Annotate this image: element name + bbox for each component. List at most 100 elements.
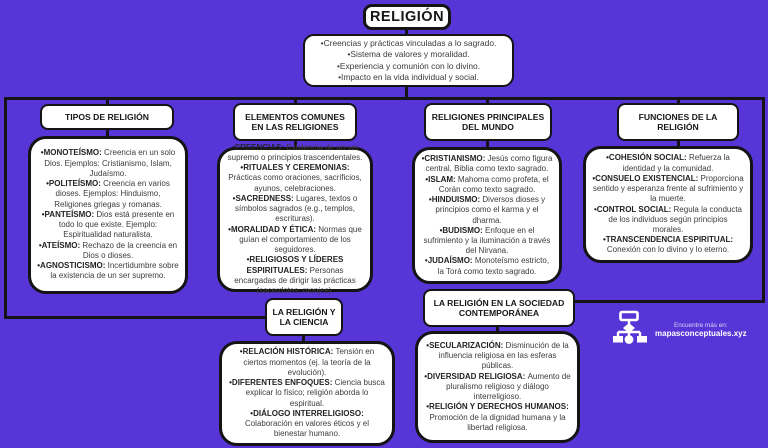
branch-header-label: LA RELIGIÓN Y LA CIENCIA — [272, 306, 336, 327]
connector-elementos-content — [294, 140, 297, 150]
entry-text: Disminución de la influencia religiosa e… — [438, 340, 569, 371]
entry-text: Personas encargadas de dirigir las práct… — [234, 265, 356, 296]
entry: •HINDUISMO: Diversos dioses y principios… — [421, 195, 553, 226]
branch-content-religiones: •CRISTIANISMO: Jesús como figura central… — [412, 147, 562, 284]
entry: •DIÁLOGO INTERRELIGIOSO: Colaboración en… — [228, 409, 386, 440]
entry: •Sistema de valores y moralidad. — [347, 49, 470, 60]
watermark-text: Encuentre más en: mapasconceptuales.xyz — [655, 322, 747, 338]
entry-term: •HINDUISMO: — [428, 195, 483, 205]
concept-map-icon — [611, 310, 649, 350]
connector-drop-religiones — [486, 98, 489, 107]
entry: •COHESIÓN SOCIAL: Refuerza la identidad … — [592, 153, 744, 173]
entry: •RELACIÓN HISTÓRICA: Tensión en ciertos … — [228, 347, 386, 378]
entry-text: Colaboración en valores éticos y el bien… — [244, 419, 370, 439]
entry-text: Regula la conducta de los individuos seg… — [608, 204, 743, 234]
entry-term: •TRANSCENDENCIA ESPIRITUAL: — [602, 235, 734, 245]
entry-text: Incertidumbre sobre la existencia de un … — [50, 261, 179, 281]
branch-content-tipos: •MONOTEÍSMO: Creencia en un solo Dios. E… — [28, 136, 188, 294]
entry-term: •POLITEÍSMO: — [46, 179, 104, 189]
connector-ciencia-content — [302, 335, 305, 344]
branch-header-funciones: FUNCIONES DE LA RELIGIÓN — [617, 103, 739, 141]
entry-term: •PANTEÍSMO: — [41, 209, 97, 219]
connector-drop-elementos — [294, 98, 297, 107]
entry-term: •CONTROL SOCIAL: — [593, 204, 674, 214]
entry-text: Promoción de la dignidad humana y la lib… — [429, 412, 566, 432]
connector-tipos-content — [106, 129, 109, 139]
branch-header-religiones: RELIGIONES PRINCIPALES DEL MUNDO — [424, 103, 552, 141]
entry-text: Creencia en un solo Dios. Ejemplos: Cris… — [44, 148, 176, 178]
connector-overview-trunk — [405, 85, 408, 99]
entry-text: Ciencia busca explicar lo físico; religi… — [245, 378, 385, 408]
entry-term: •CRISTIANISMO: — [421, 154, 488, 164]
entry: •DIVERSIDAD RELIGIOSA: Aumento de plural… — [424, 372, 571, 403]
entry: •TRANSCENDENCIA ESPIRITUAL: Conexión con… — [592, 235, 744, 255]
entry: •CONTROL SOCIAL: Regula la conducta de l… — [592, 205, 744, 236]
entry: •CRISTIANISMO: Jesús como figura central… — [421, 154, 553, 174]
connector-drop-funciones — [677, 98, 680, 107]
entry-term: •MONOTEÍSMO: — [40, 148, 105, 158]
connector-right-vertical — [762, 97, 765, 303]
entry-text: Enfoque en el sufrimiento y la iluminaci… — [423, 225, 551, 256]
watermark: Encuentre más en: mapasconceptuales.xyz — [611, 310, 747, 350]
entry-text: Mahoma como profeta, el Corán como texto… — [438, 174, 549, 194]
entry-term: •JUDAÍSMO: — [424, 256, 475, 266]
entry-term: •CREENCIAS: — [231, 142, 287, 152]
branch-content-funciones: •COHESIÓN SOCIAL: Refuerza la identidad … — [583, 146, 753, 263]
entry-term: •ISLAM: — [425, 174, 458, 184]
entry-text: Conexión con lo divino y lo eterno. — [606, 245, 730, 255]
entry-term: •SECULARIZACIÓN: — [426, 340, 506, 350]
entry-term: •DIVERSIDAD RELIGIOSA: — [424, 371, 528, 381]
branch-header-tipos: TIPOS DE RELIGIÓN — [40, 104, 174, 130]
connector-title-overview — [405, 27, 408, 36]
branch-header-label: LA RELIGIÓN EN LA SOCIEDAD CONTEMPORÁNEA — [433, 297, 565, 318]
entry-text: Proporciona sentido y esperanza frente a… — [592, 173, 744, 204]
connector-funciones-content — [677, 140, 680, 149]
entry: •POLITEÍSMO: Creencia en varios dioses. … — [37, 179, 179, 210]
entry-term: •DIÁLOGO INTERRELIGIOSO: — [250, 408, 364, 418]
branch-content-elementos: •CREENCIAS: Existencia de un ser supremo… — [217, 143, 373, 296]
entry-term: •CONSUELO EXISTENCIAL: — [592, 173, 701, 183]
entry: •SECULARIZACIÓN: Disminución de la influ… — [424, 341, 571, 372]
connector-left-vertical — [4, 97, 7, 319]
entry: •PANTEÍSMO: Dios está presente en todo l… — [37, 210, 179, 241]
entry-text: Aumento de pluralismo religioso y diálog… — [446, 371, 571, 402]
branch-header-label: FUNCIONES DE LA RELIGIÓN — [638, 111, 718, 132]
branch-header-sociedad: LA RELIGIÓN EN LA SOCIEDAD CONTEMPORÁNEA — [423, 289, 575, 327]
entry: •SACREDNESS: Lugares, textos o símbolos … — [226, 194, 364, 225]
entry: •MONOTEÍSMO: Creencia en un solo Dios. E… — [37, 148, 179, 179]
entry-text: Diversos dioses y principios como el kar… — [435, 195, 546, 225]
entry-text: Creencia en varios dioses. Ejemplos: Hin… — [54, 179, 170, 209]
connector-main-horizontal — [4, 97, 765, 100]
branch-content-sociedad: •SECULARIZACIÓN: Disminución de la influ… — [415, 331, 580, 443]
entry-term: •COHESIÓN SOCIAL: — [606, 153, 689, 163]
connector-right-elbow — [570, 300, 765, 303]
entry: •Experiencia y comunión con lo divino. — [336, 60, 481, 71]
entry: •ISLAM: Mahoma como profeta, el Corán co… — [421, 175, 553, 195]
connector-religiones-content — [486, 140, 489, 150]
entry: •CREENCIAS: Existencia de un ser supremo… — [226, 143, 364, 163]
entry: •Impacto en la vida individual y social. — [338, 71, 479, 82]
entry-term: •SACREDNESS: — [232, 193, 296, 203]
entry-text: Normas que guían el comportamiento de lo… — [239, 224, 362, 255]
entry-term: •RELACIÓN HISTÓRICA: — [239, 347, 336, 357]
entry-text: Existencia de un ser supremo o principio… — [227, 142, 363, 162]
entry-text: Prácticas como oraciones, sacrificios, a… — [228, 173, 362, 193]
connector-sociedad-content — [496, 326, 499, 334]
branch-header-label: TIPOS DE RELIGIÓN — [64, 111, 150, 122]
entry-text: Monoteísmo estricto, la Torá como texto … — [437, 256, 550, 276]
entry: •AGNOSTICISMO: Incertidumbre sobre la ex… — [37, 261, 179, 281]
map-title-label: RELIGIÓN — [369, 9, 445, 25]
entry: •DIFERENTES ENFOQUES: Ciencia busca expl… — [228, 378, 386, 409]
entry: •Creencias y prácticas vinculadas a lo s… — [320, 38, 497, 49]
entry-term: •RELIGIOSOS Y LÍDERES ESPIRITUALES: — [246, 255, 344, 275]
entry-term: •RITUALES Y CEREMONIAS: — [240, 163, 350, 173]
entry-text: Refuerza la identidad y la comunidad. — [622, 153, 730, 173]
entry-term: •RELIGIÓN Y DERECHOS HUMANOS: — [426, 402, 569, 412]
watermark-tagline: Encuentre más en: — [673, 322, 728, 329]
connector-left-elbow — [4, 316, 268, 319]
entry-term: •BUDISMO: — [439, 225, 486, 235]
entry-term: •ATEÍSMO: — [38, 240, 83, 250]
entry: •CONSUELO EXISTENCIAL: Proporciona senti… — [592, 174, 744, 205]
entry-text: Dios está presente en todo lo que existe… — [58, 209, 175, 240]
